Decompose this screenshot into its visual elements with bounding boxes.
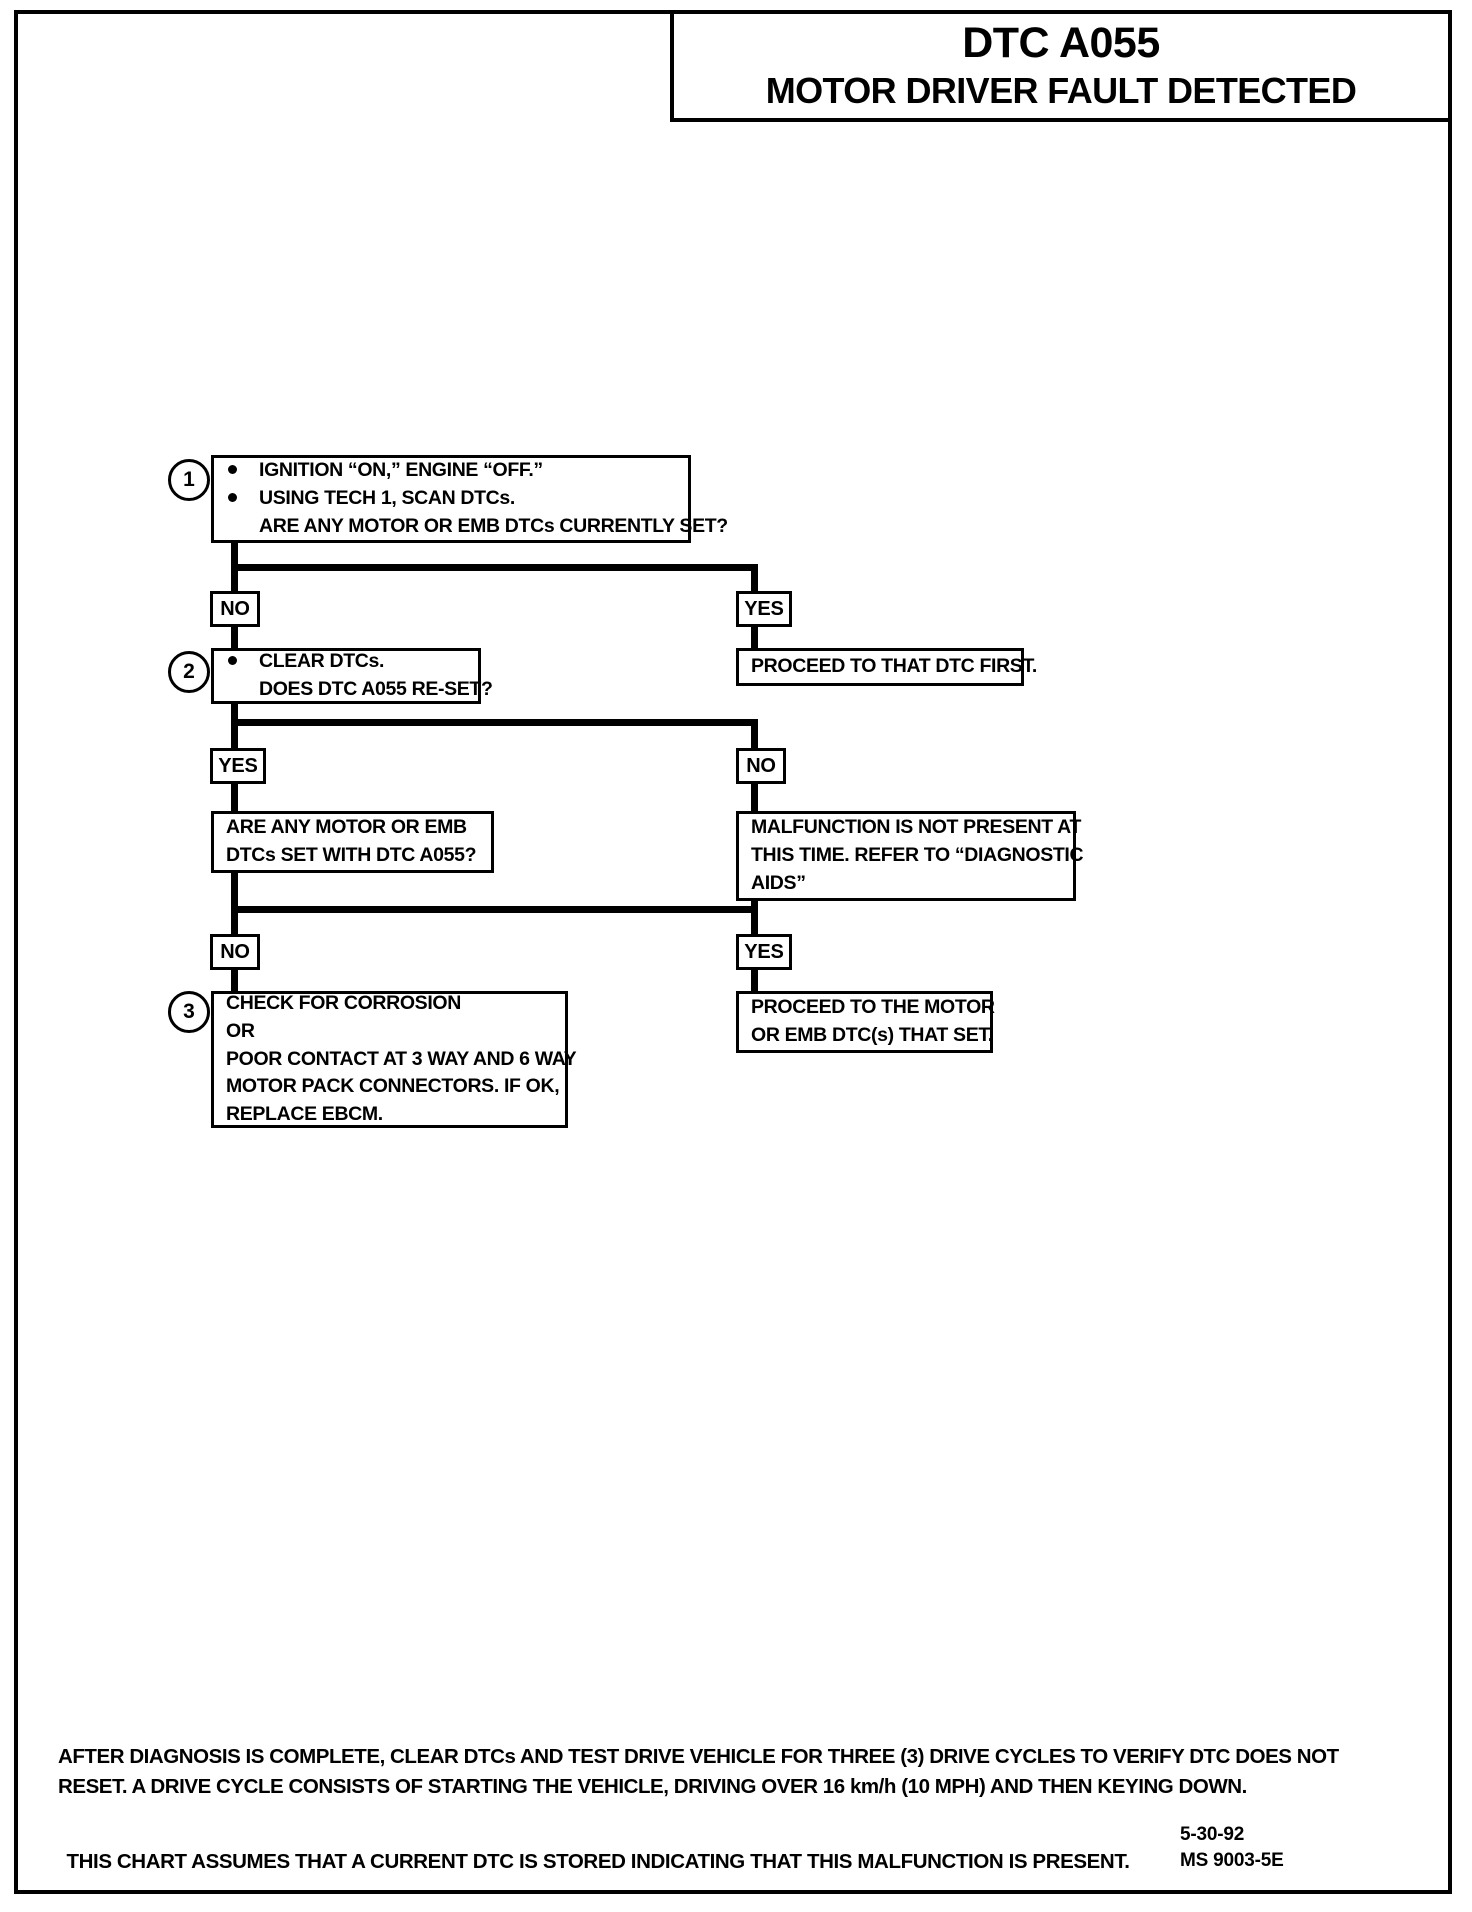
footer-note: AFTER DIAGNOSIS IS COMPLETE, CLEAR DTCs … <box>58 1742 1398 1801</box>
branch-label-yes-3: YES <box>736 934 792 970</box>
branch-label-yes-2: YES <box>210 748 266 784</box>
step1-line-1-row: IGNITION “ON,” ENGINE “OFF.” <box>228 457 688 485</box>
step2-line-1-row: CLEAR DTCs. <box>228 648 478 676</box>
step2-line-1: CLEAR DTCs. <box>259 650 385 673</box>
setwith-line-1: ARE ANY MOTOR OR EMB <box>226 816 467 839</box>
node-step3: CHECK FOR CORROSION OR POOR CONTACT AT 3… <box>211 991 577 1128</box>
branch-label-no-2: NO <box>736 748 786 784</box>
connector-no3-to-step3 <box>231 969 238 994</box>
connector-branch2-no-down <box>751 719 758 751</box>
bullet-icon <box>228 493 237 503</box>
connector-branch3-yes-down <box>751 901 758 938</box>
node-step1: IGNITION “ON,” ENGINE “OFF.” USING TECH … <box>211 455 728 543</box>
step1-line-2: USING TECH 1, SCAN DTCs. <box>259 487 515 510</box>
malfunction-line-3: AIDS” <box>751 871 806 894</box>
branch-label-yes-1: YES <box>736 591 792 627</box>
step-marker-1: 1 <box>168 459 210 501</box>
setwith-line-2: DTCs SET WITH DTC A055? <box>226 844 477 866</box>
branch-label-no-1: NO <box>210 591 260 627</box>
step2-line-2: DOES DTC A055 RE-SET? <box>259 678 493 700</box>
page-title: DTC A055 <box>962 19 1160 68</box>
page-border <box>14 10 1452 1894</box>
footer-note-line-2: RESET. A DRIVE CYCLE CONSISTS OF STARTIN… <box>58 1774 1247 1798</box>
chart-header: DTC A055 MOTOR DRIVER FAULT DETECTED <box>670 14 1448 122</box>
footer-ms-code: MS 9003-5E <box>1180 1849 1284 1871</box>
node-proceed-to-motor-dtc: PROCEED TO THE MOTOR OR EMB DTC(s) THAT … <box>736 991 995 1053</box>
connector-step1-down <box>231 543 238 571</box>
connector-yes2-to-setwith <box>231 783 238 813</box>
step-marker-2: 2 <box>168 651 210 693</box>
branch-label-no-3: NO <box>210 934 260 970</box>
node-dtcs-set-with-a055: ARE ANY MOTOR OR EMB DTCs SET WITH DTC A… <box>211 811 494 873</box>
step3-line-5: REPLACE EBCM. <box>226 1103 383 1126</box>
connector-setwith-down <box>231 873 238 913</box>
footer-assumes-note: THIS CHART ASSUMES THAT A CURRENT DTC IS… <box>66 1850 1130 1873</box>
connector-step2-down <box>231 704 238 732</box>
step3-line-4: MOTOR PACK CONNECTORS. IF OK, <box>226 1075 560 1098</box>
proceed-first-line-1: PROCEED TO THAT DTC FIRST. <box>751 655 1037 678</box>
proceed-motor-line-1: PROCEED TO THE MOTOR <box>751 996 995 1019</box>
connector-branch1-horizontal <box>231 564 758 571</box>
connector-yes1-to-proceed <box>751 626 758 651</box>
bullet-icon <box>228 656 237 666</box>
step1-line-2-row: USING TECH 1, SCAN DTCs. <box>228 485 688 513</box>
connector-branch2-yes-down <box>231 719 238 751</box>
footer-note-line-1: AFTER DIAGNOSIS IS COMPLETE, CLEAR DTCs … <box>58 1745 1339 1768</box>
bullet-icon <box>228 465 237 475</box>
footer-date: 5-30-92 <box>1180 1824 1245 1845</box>
page-subtitle: MOTOR DRIVER FAULT DETECTED <box>765 70 1357 112</box>
connector-yes3-to-proceed-motor <box>751 969 758 994</box>
connector-branch3-no-down <box>231 906 238 938</box>
step3-line-3: POOR CONTACT AT 3 WAY AND 6 WAY <box>226 1047 577 1070</box>
footer-document-code: 5-30-92 MS 9003-5E <box>1180 1822 1284 1873</box>
connector-branch1-yes-down <box>751 564 758 594</box>
connector-no2-to-malfunction <box>751 783 758 813</box>
malfunction-line-1: MALFUNCTION IS NOT PRESENT AT <box>751 816 1082 839</box>
connector-branch3-horizontal <box>231 906 758 913</box>
malfunction-line-2: THIS TIME. REFER TO “DIAGNOSTIC <box>751 844 1084 867</box>
step3-line-2: OR <box>226 1019 255 1042</box>
step1-line-3: ARE ANY MOTOR OR EMB DTCs CURRENTLY SET? <box>259 514 728 537</box>
connector-no1-to-step2 <box>231 626 238 651</box>
step3-line-1: CHECK FOR CORROSION <box>226 992 461 1015</box>
step1-line-1: IGNITION “ON,” ENGINE “OFF.” <box>259 459 543 482</box>
connector-branch1-no-down <box>231 564 238 594</box>
node-proceed-that-dtc-first: PROCEED TO THAT DTC FIRST. <box>736 648 1037 686</box>
step-marker-3: 3 <box>168 991 210 1033</box>
node-malfunction-not-present: MALFUNCTION IS NOT PRESENT AT THIS TIME.… <box>736 811 1084 901</box>
connector-branch2-horizontal <box>231 719 758 726</box>
node-step2: CLEAR DTCs. DOES DTC A055 RE-SET? <box>211 648 493 704</box>
proceed-motor-line-2: OR EMB DTC(s) THAT SET. <box>751 1024 993 1046</box>
